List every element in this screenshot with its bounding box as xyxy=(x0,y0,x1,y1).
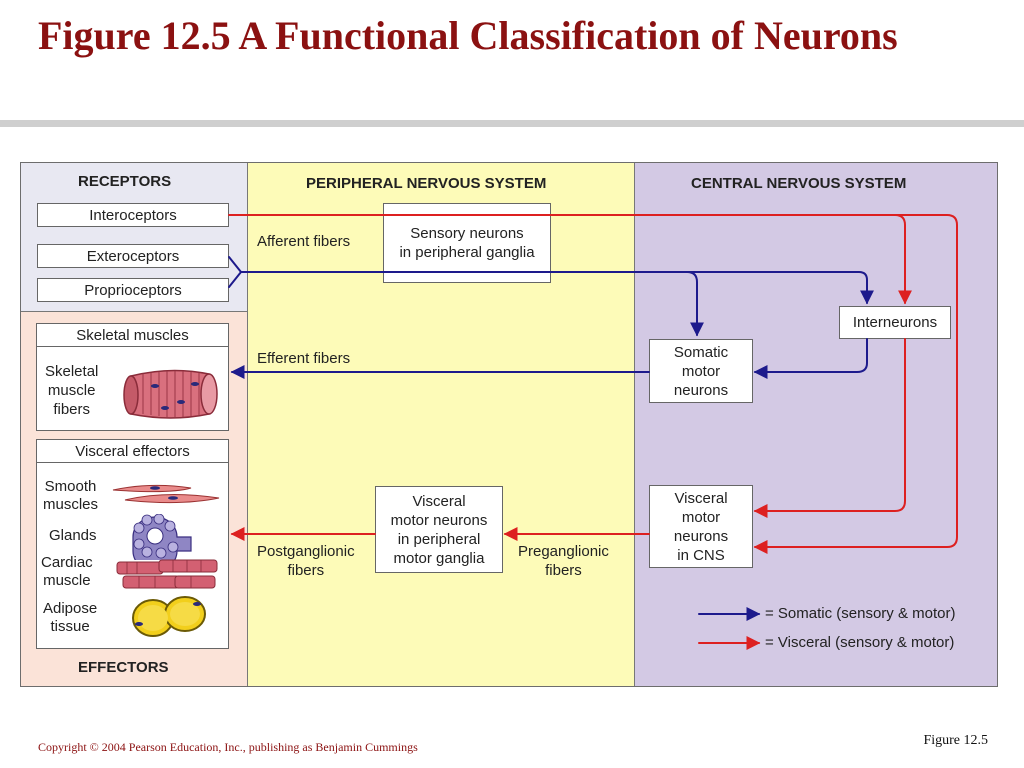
skeletal-muscles-frame: Skeletal muscles Skeletal muscle fibers xyxy=(36,323,229,431)
figure-number: Figure 12.5 xyxy=(923,733,988,748)
glands-label: Glands xyxy=(49,527,97,544)
exteroceptors-box: Exteroceptors xyxy=(37,244,229,268)
somatic-afferent-branch xyxy=(686,271,704,337)
adipose-tissue-image xyxy=(132,596,206,637)
preganglionic-fibers-label: Preganglionic fibers xyxy=(518,543,609,579)
cardiac-muscle-image xyxy=(116,559,218,589)
visceral-effectors-title: Visceral effectors xyxy=(37,440,228,463)
visceral-effectors-frame: Visceral effectors Smooth muscles Glands… xyxy=(36,439,229,649)
visceral-motor-neurons-cns-box: Visceral motor neurons in CNS xyxy=(649,485,753,568)
smooth-muscle-image xyxy=(112,484,220,504)
receptors-header: RECEPTORS xyxy=(78,173,172,190)
skeletal-muscle-fiber-image xyxy=(123,369,218,419)
adipose-tissue-label: Adipose tissue xyxy=(43,600,98,635)
skeletal-muscles-title: Skeletal muscles xyxy=(37,324,228,347)
interoceptors-box: Interoceptors xyxy=(37,203,229,227)
neuron-classification-diagram: RECEPTORS EFFECTORS PERIPHERAL NERVOUS S… xyxy=(20,162,998,687)
smooth-muscles-label: Smooth muscles xyxy=(43,478,99,513)
cns-panel xyxy=(635,163,997,686)
skeletal-muscle-fibers-label: Skeletal muscle fibers xyxy=(45,363,99,418)
efferent-fibers-label: Efferent fibers xyxy=(257,350,351,367)
visceral-motor-ganglia-box: Visceral motor neurons in peripheral mot… xyxy=(375,486,503,573)
somatic-afferent-line xyxy=(240,271,874,305)
somatic-afferent-path xyxy=(228,256,242,288)
copyright-notice: Copyright © 2004 Pearson Education, Inc.… xyxy=(38,740,418,754)
sensory-neurons-box: Sensory neurons in peripheral ganglia xyxy=(383,203,551,283)
slide-title: Figure 12.5 A Functional Classification … xyxy=(38,13,898,58)
interneurons-box: Interneurons xyxy=(839,306,951,339)
pathway-arrows xyxy=(228,214,958,650)
legend-somatic-label: = Somatic (sensory & motor) xyxy=(765,605,956,622)
proprioceptors-box: Proprioceptors xyxy=(37,278,229,302)
cns-header: CENTRAL NERVOUS SYSTEM xyxy=(691,175,907,192)
interneuron-to-somatic-path xyxy=(753,338,868,379)
afferent-fibers-label: Afferent fibers xyxy=(257,233,351,250)
somatic-motor-neurons-box: Somatic motor neurons xyxy=(649,339,753,403)
visceral-afferent-line xyxy=(228,214,958,554)
visceral-interneuron-branch xyxy=(894,214,912,305)
legend-visceral-label: = Visceral (sensory & motor) xyxy=(765,634,955,651)
effectors-header: EFFECTORS xyxy=(78,659,169,676)
postganglionic-fibers-label: Postganglionic fibers xyxy=(257,543,355,579)
interneuron-to-visceral-path xyxy=(753,338,906,518)
title-divider xyxy=(0,120,1024,127)
pns-header: PERIPHERAL NERVOUS SYSTEM xyxy=(306,175,547,192)
glands-image xyxy=(132,514,192,560)
cardiac-muscle-label: Cardiac muscle xyxy=(41,554,93,589)
